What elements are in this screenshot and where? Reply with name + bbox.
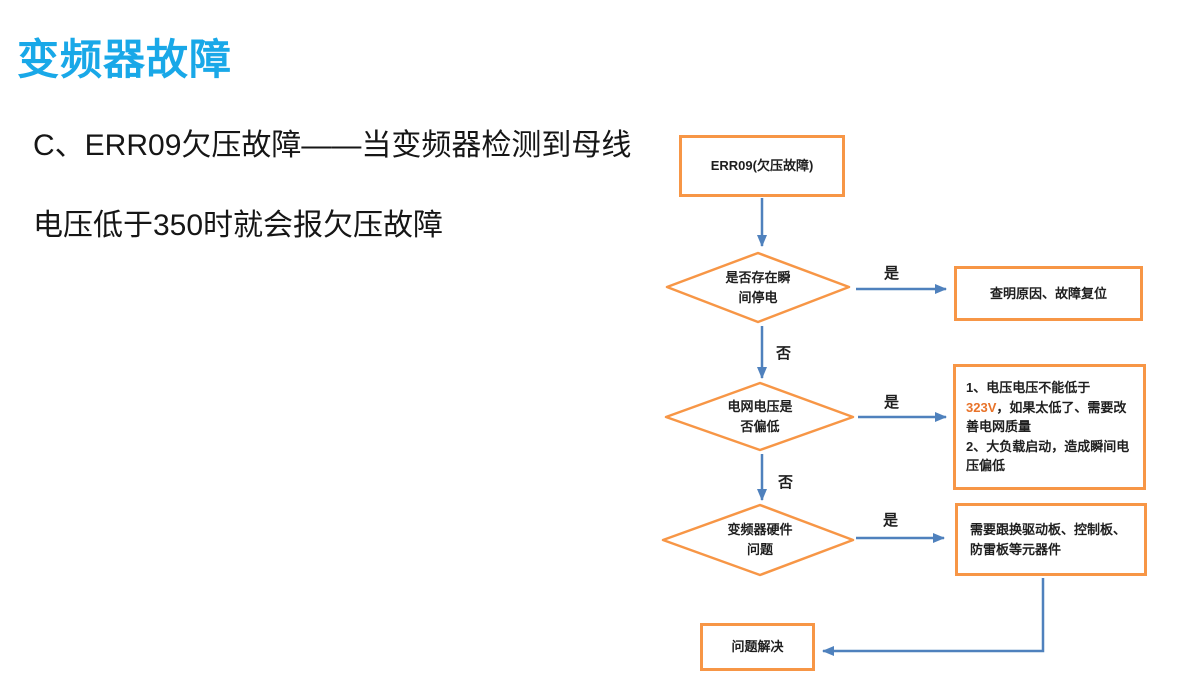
branch-label-no-2: 否 (778, 474, 794, 491)
result2-text-post: ，如果太低了、需要改善电网质量 2、大负载启动，造成瞬间电压偏低 (966, 399, 1130, 474)
branch-label-yes-2: 是 (884, 394, 900, 411)
branch-label-yes-3: 是 (883, 512, 899, 529)
intro-line-1: C、ERR09欠压故障——当变频器检测到母线 (33, 129, 632, 162)
end-node: 问题解决 (700, 623, 815, 671)
decision1-label: 是否存在瞬 间停电 (725, 269, 791, 305)
start-node-label: ERR09(欠压故障) (710, 158, 814, 174)
result3-node: 需要跟换驱动板、控制板、 防雷板等元器件 (955, 503, 1147, 576)
start-node: ERR09(欠压故障) (679, 135, 845, 197)
branch-label-no-1: 否 (776, 345, 792, 362)
result1-node: 查明原因、故障复位 (954, 266, 1143, 321)
intro-text: C、ERR09欠压故障——当变频器检测到母线 电压低于350时就会报欠压故障 (33, 128, 673, 244)
branch-label-yes-1: 是 (884, 265, 900, 282)
end-node-label: 问题解决 (731, 639, 784, 655)
result2-text-highlight: 323V (966, 399, 997, 415)
result2-text-pre: 1、电压电压不能低于 (966, 380, 1091, 396)
decision2-label: 电网电压是 否偏低 (727, 398, 793, 434)
decision3-label: 变频器硬件 问题 (727, 521, 793, 557)
page-title: 变频器故障 (17, 36, 233, 83)
intro-line-2: 电压低于350时就会报欠压故障 (33, 209, 444, 242)
result3-label: 需要跟换驱动板、控制板、 防雷板等元器件 (970, 522, 1127, 557)
result2-label: 1、电压电压不能低于 323V，如果太低了、需要改善电网质量 2、大负载启动，造成… (966, 378, 1133, 476)
result2-node: 1、电压电压不能低于 323V，如果太低了、需要改善电网质量 2、大负载启动，造成… (953, 364, 1146, 490)
connector-result3-to-end (822, 578, 1045, 656)
result1-label: 查明原因、故障复位 (989, 285, 1107, 301)
